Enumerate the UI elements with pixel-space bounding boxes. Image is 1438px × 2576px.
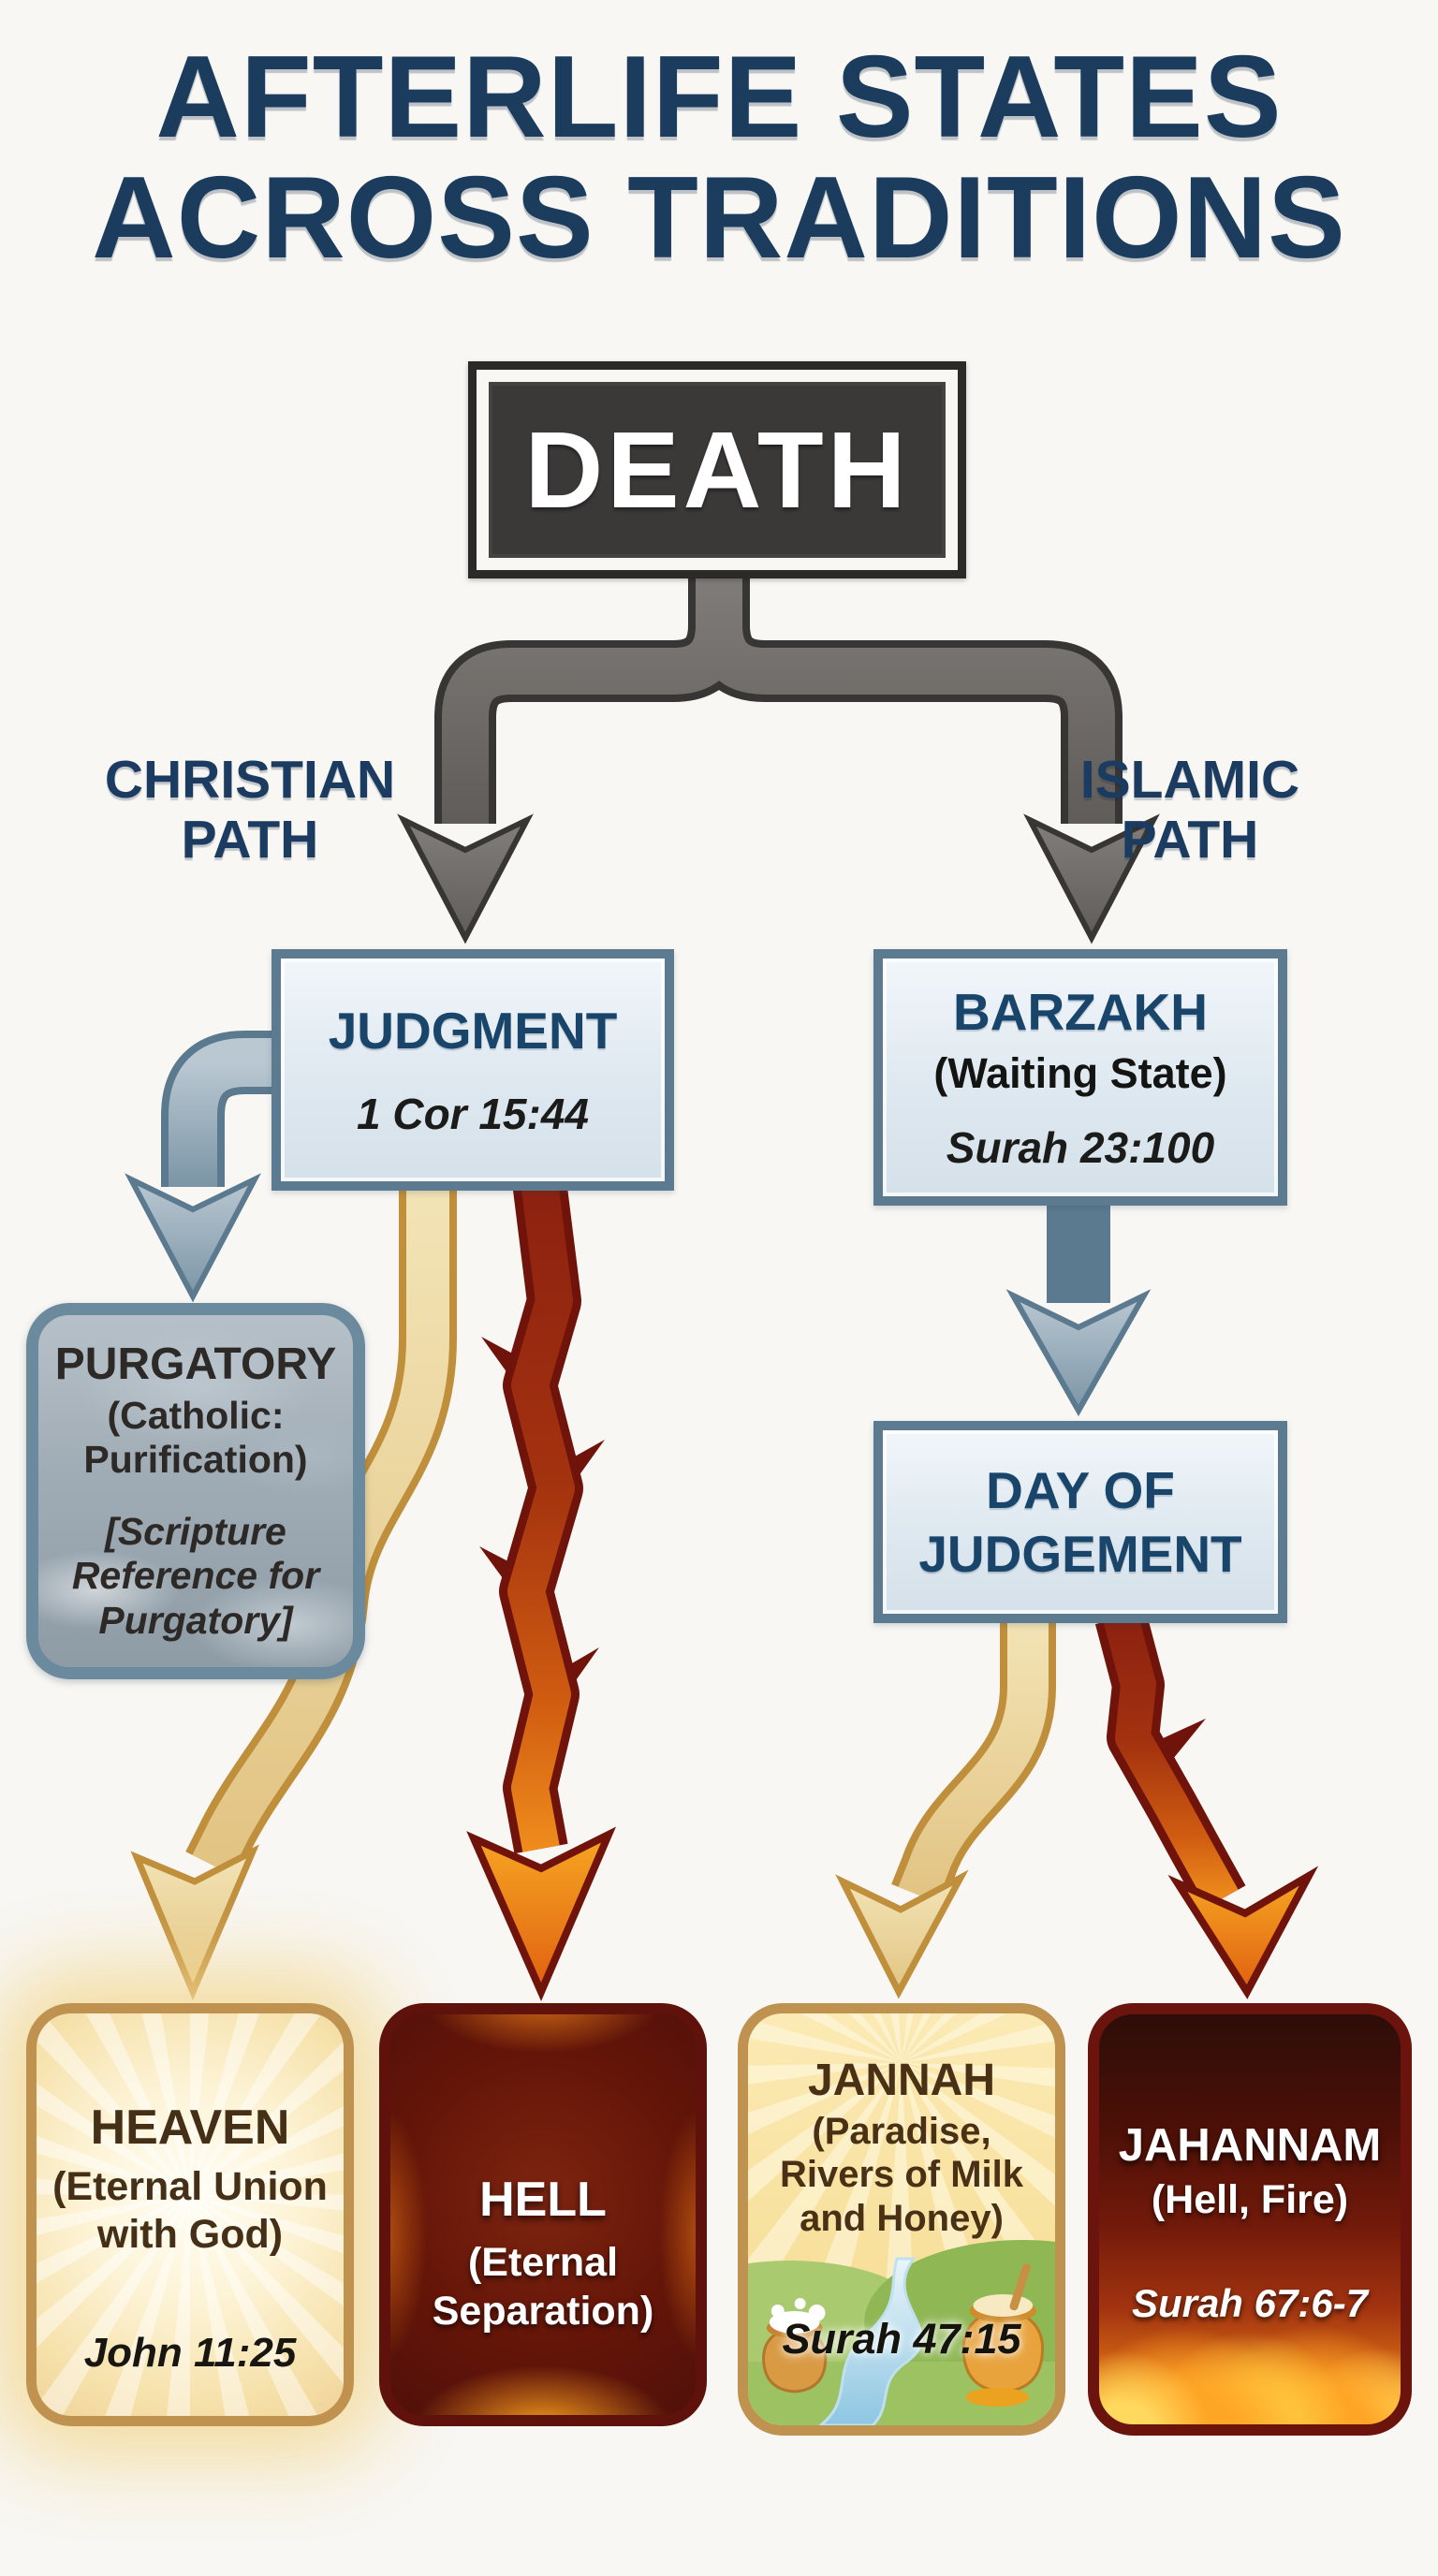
barzakh-subtitle: (Waiting State) bbox=[933, 1049, 1227, 1097]
heaven-subtitle: (Eternal Union with God) bbox=[52, 2164, 328, 2257]
christian-path-label: CHRISTIAN PATH bbox=[49, 750, 451, 871]
jannah-reference: Surah 47:15 bbox=[782, 2315, 1021, 2363]
christian-path-line1: CHRISTIAN bbox=[104, 750, 396, 810]
milk-pot-icon bbox=[762, 2298, 828, 2393]
day-of-judgement-title: DAY OF JUDGEMENT bbox=[918, 1458, 1241, 1586]
judgment-reference: 1 Cor 15:44 bbox=[356, 1090, 589, 1138]
day-of-judgement-to-jannah-arrow bbox=[835, 1617, 1056, 1999]
heaven-node: HEAVEN (Eternal Union with God) John 11:… bbox=[26, 2003, 354, 2426]
jahannam-reference: Surah 67:6-7 bbox=[1131, 2281, 1369, 2325]
hell-title: HELL bbox=[479, 2173, 607, 2227]
islamic-path-label: ISLAMIC PATH bbox=[989, 750, 1391, 871]
purgatory-node: PURGATORY (Catholic: Purification) [Scri… bbox=[26, 1303, 365, 1679]
page-title-line2: ACROSS TRADITIONS bbox=[92, 153, 1346, 283]
barzakh-node: BARZAKH (Waiting State) Surah 23:100 bbox=[873, 949, 1287, 1206]
barzakh-title: BARZAKH bbox=[953, 983, 1208, 1041]
page-title-line1: AFTERLIFE STATES bbox=[155, 33, 1283, 162]
judgment-node: JUDGMENT 1 Cor 15:44 bbox=[271, 949, 674, 1191]
islamic-path-line2: PATH bbox=[1121, 809, 1259, 870]
heaven-reference: John 11:25 bbox=[83, 2330, 297, 2376]
river bbox=[818, 2257, 923, 2425]
day-of-judgement-line2: JUDGEMENT bbox=[918, 1525, 1242, 1583]
death-label: DEATH bbox=[524, 409, 910, 531]
islamic-path-line1: ISLAMIC bbox=[1079, 750, 1300, 810]
purgatory-subtitle: (Catholic: Purification) bbox=[83, 1394, 308, 1482]
judgment-to-heaven-arrow bbox=[130, 1181, 457, 2001]
jannah-node: JANNAH (Paradise, Rivers of Milk and Hon… bbox=[738, 2003, 1065, 2436]
judgment-title: JUDGMENT bbox=[328, 1002, 618, 1060]
honey-pot-icon bbox=[961, 2263, 1045, 2407]
jahannam-node: JAHANNAM (Hell, Fire) Surah 67:6-7 bbox=[1088, 2003, 1412, 2436]
barzakh-reference: Surah 23:100 bbox=[946, 1123, 1215, 1172]
death-node: DEATH bbox=[468, 361, 966, 578]
hell-node: HELL (Eternal Separation) bbox=[379, 2003, 707, 2426]
christian-path-line2: PATH bbox=[181, 809, 319, 870]
hell-subtitle: (Eternal Separation) bbox=[432, 2240, 654, 2334]
judgment-to-purgatory-arrow bbox=[125, 1031, 286, 1303]
day-of-judgement-node: DAY OF JUDGEMENT bbox=[873, 1421, 1287, 1623]
death-branch-arrow bbox=[397, 562, 1160, 944]
page-title: AFTERLIFE STATES ACROSS TRADITIONS bbox=[0, 37, 1438, 279]
purgatory-reference: [Scripture Reference for Purgatory] bbox=[71, 1509, 320, 1642]
jannah-title: JANNAH bbox=[807, 2056, 995, 2105]
jahannam-title: JAHANNAM bbox=[1118, 2120, 1382, 2171]
heaven-title: HEAVEN bbox=[90, 2100, 290, 2155]
day-of-judgement-line1: DAY OF bbox=[986, 1460, 1175, 1519]
judgment-to-hell-arrow bbox=[466, 1178, 616, 2002]
purgatory-title: PURGATORY bbox=[54, 1339, 337, 1390]
day-of-judgement-to-jahannam-arrow bbox=[1094, 1610, 1319, 1999]
jannah-subtitle: (Paradise, Rivers of Milk and Honey) bbox=[779, 2111, 1024, 2239]
jahannam-subtitle: (Hell, Fire) bbox=[1151, 2177, 1349, 2222]
barzakh-to-day-of-judgement-arrow bbox=[1005, 1198, 1152, 1417]
jannah-paradise-scene bbox=[748, 2240, 1055, 2425]
